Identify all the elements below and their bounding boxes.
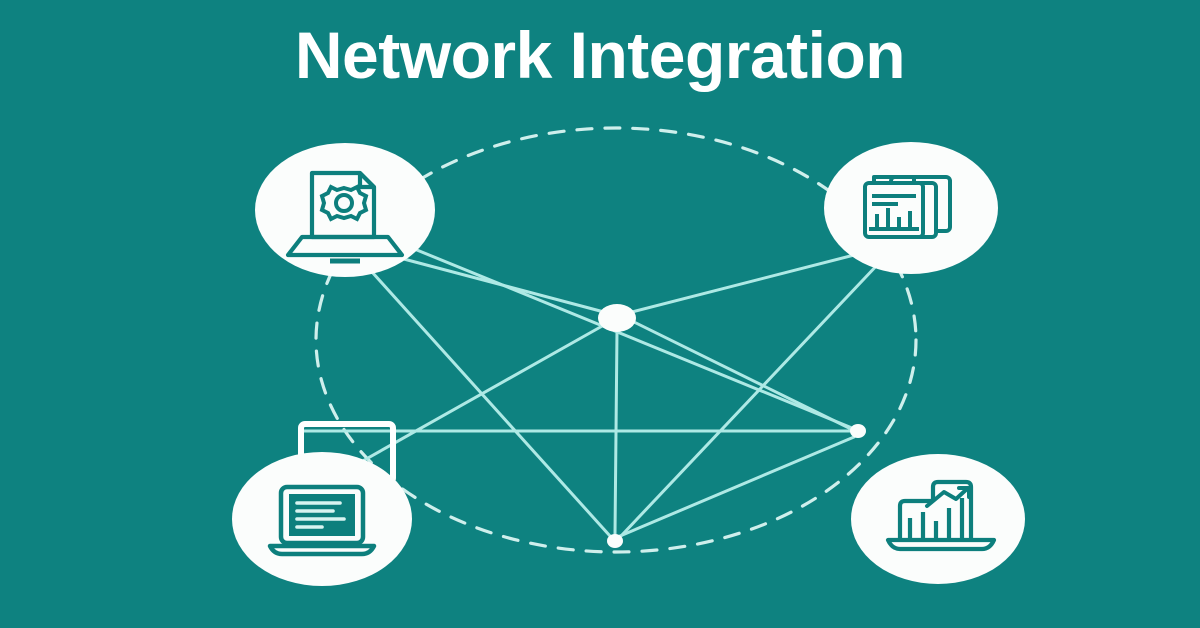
node-bottom-right[interactable] (851, 454, 1025, 584)
node-right[interactable] (850, 424, 866, 438)
node-top-left[interactable] (255, 143, 435, 277)
edge-topright-hub (630, 252, 860, 314)
node-top-right[interactable] (824, 142, 998, 274)
dashed-orbit-ellipse (314, 126, 918, 554)
edge-hub-right (632, 320, 853, 431)
node-bottom[interactable] (607, 534, 623, 548)
laptop-gear-document-icon (285, 170, 405, 264)
edge-topleft-right (410, 246, 854, 430)
node-bottom-right-circle (851, 454, 1025, 584)
edge-right-bottom (618, 435, 856, 538)
laptop-document-text-icon (267, 484, 377, 557)
node-bottom-left[interactable] (232, 452, 412, 586)
stacked-cards-chart-icon (863, 175, 952, 239)
node-hub[interactable] (598, 304, 636, 332)
edge-topright-bottom (619, 260, 882, 538)
page-title: Network Integration (294, 18, 906, 92)
laptop-bar-chart-arrow-icon (885, 479, 997, 552)
edge-topleft-bottom (370, 270, 612, 538)
